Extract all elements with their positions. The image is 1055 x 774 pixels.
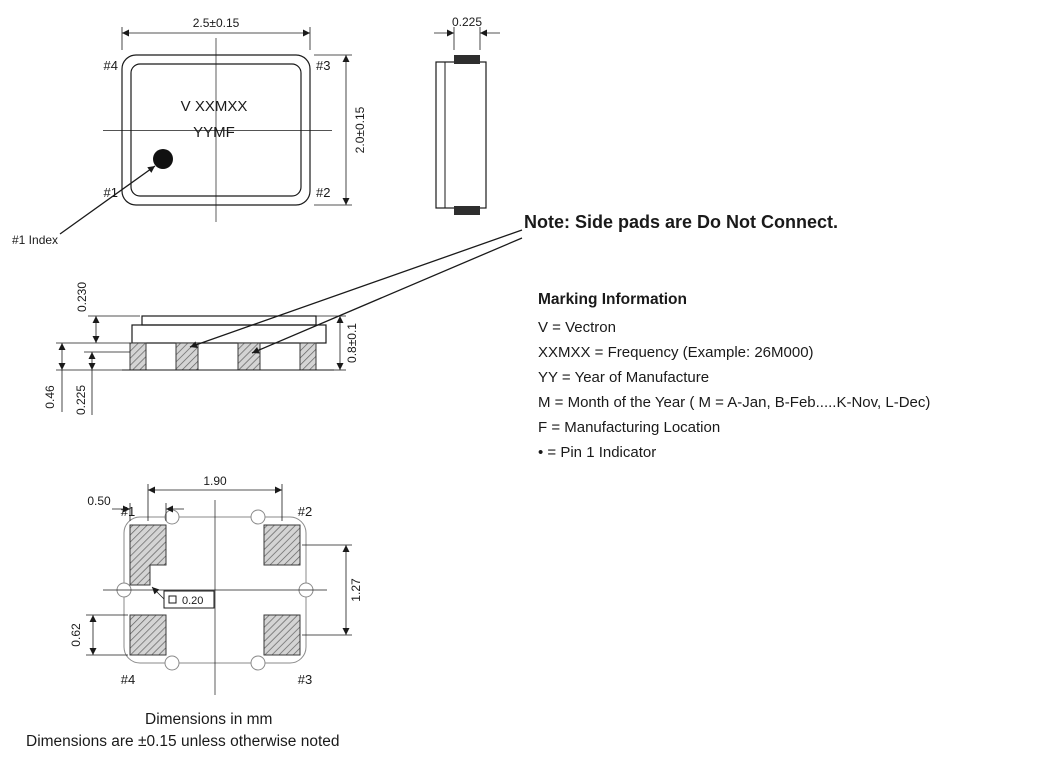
note-arrow-2 [251,237,523,354]
front-view-body [131,324,327,344]
note-arrow-1 [189,229,523,348]
front-view-lid-dim-text: 0.230 [75,282,89,312]
side-pad-bottom [454,206,480,215]
square-symbol-icon [168,595,177,604]
marking-info-line-pin1: • = Pin 1 Indicator [538,444,657,461]
front-view-pad-length-dim-text: 0.46 [43,385,57,409]
part-marking-line2: YYMF [193,124,235,141]
front-pad-left [129,342,147,371]
bottom-pin4-label: #4 [121,672,135,687]
bottom-pad-width-dim-text: 0.50 [87,494,111,508]
castellation-notch [164,655,180,671]
pin1-index-label: #1 Index [12,233,58,247]
bottom-pin1-label: #1 [121,504,135,519]
pin1-index-dot [153,149,173,169]
marking-info-line-v: V = Vectron [538,319,616,336]
front-pad-right [299,342,317,371]
marking-info-line-yy: YY = Year of Manufacture [538,369,710,386]
pin3-label: #3 [316,58,330,73]
top-view: V XXMXX YYMF #4 #3 #1 #2 2.5±0.15 2.0±0.… [12,16,367,247]
bottom-pitch-y-dim-text: 1.27 [349,578,363,602]
bottom-view-pad-height-dimension: 0.62 [69,614,128,656]
package-inner-outline [130,63,302,197]
pin1-label: #1 [104,185,118,200]
pin1-index-arrow [59,165,156,235]
front-view-height-dim-text: 0.8±0.1 [345,323,359,363]
bottom-view-pitch-x-dimension: 1.90 [147,474,283,521]
land-pad-4 [129,614,167,656]
castellation-notch [250,509,266,525]
side-pads-note: Note: Side pads are Do Not Connect. [524,212,839,232]
marking-information-title: Marking Information [538,291,687,308]
notch-annotation-box [163,590,215,609]
marking-information: Marking Information V = Vectron XXMXX = … [538,291,930,465]
side-view-pad-dimension: 0.225 [434,15,500,50]
land-pad-2 [263,524,301,566]
land-pad-1 [129,524,167,586]
package-outline [121,54,311,206]
front-view-lid-dimension: 0.230 [56,282,140,344]
bottom-pin3-label: #3 [298,672,312,687]
side-view-pad-dim-text: 0.225 [452,15,482,29]
front-view-pad-length-dimension: 0.46 [43,343,122,412]
notch-leader-arrow [151,586,165,600]
front-view-height-dimension: 0.8±0.1 [316,315,359,371]
bottom-view-pad-width-dimension: 0.50 [87,494,184,521]
front-view-pad-thickness-dim-text: 0.225 [74,385,88,415]
bottom-view-pitch-y-dimension: 1.27 [302,544,363,636]
side-view: 0.225 [434,15,500,215]
top-view-height-dim-text: 2.0±0.15 [353,106,367,153]
part-marking-line1: V XXMXX [181,98,248,115]
footer-units-note: Dimensions in mm [145,711,273,728]
bottom-view-notch-annotation: 0.20 [151,586,215,609]
marking-info-line-f: F = Manufacturing Location [538,419,721,436]
bottom-pad-height-dim-text: 0.62 [69,623,83,647]
marking-info-line-xxmxx: XXMXX = Frequency (Example: 26M000) [538,344,814,361]
castellation-notch [164,509,180,525]
front-view: 0.230 0.46 0.225 0.8±0.1 [43,229,523,415]
bottom-pitch-x-dim-text: 1.90 [203,474,227,488]
top-view-height-dimension: 2.0±0.15 [314,54,367,206]
side-view-body [435,61,487,209]
front-view-lid [141,315,317,326]
pin2-label: #2 [316,185,330,200]
front-pad-mid-left [175,342,199,371]
top-view-width-dim-text: 2.5±0.15 [193,16,240,30]
bottom-view: #1 #2 #3 #4 1.90 0.50 1.27 [69,474,363,695]
castellation-notch [250,655,266,671]
pin4-label: #4 [104,58,118,73]
top-view-width-dimension: 2.5±0.15 [121,16,311,50]
side-pad-top [454,55,480,64]
marking-info-line-m: M = Month of the Year ( M = A-Jan, B-Feb… [538,394,931,411]
footer-tolerance-note: Dimensions are ±0.15 unless otherwise no… [26,733,340,750]
front-pad-mid-right [237,342,261,371]
bottom-pin2-label: #2 [298,504,312,519]
notch-dim-text: 0.20 [182,595,203,607]
land-pad-3 [263,614,301,656]
front-view-pad-thickness-dimension: 0.225 [74,351,130,415]
